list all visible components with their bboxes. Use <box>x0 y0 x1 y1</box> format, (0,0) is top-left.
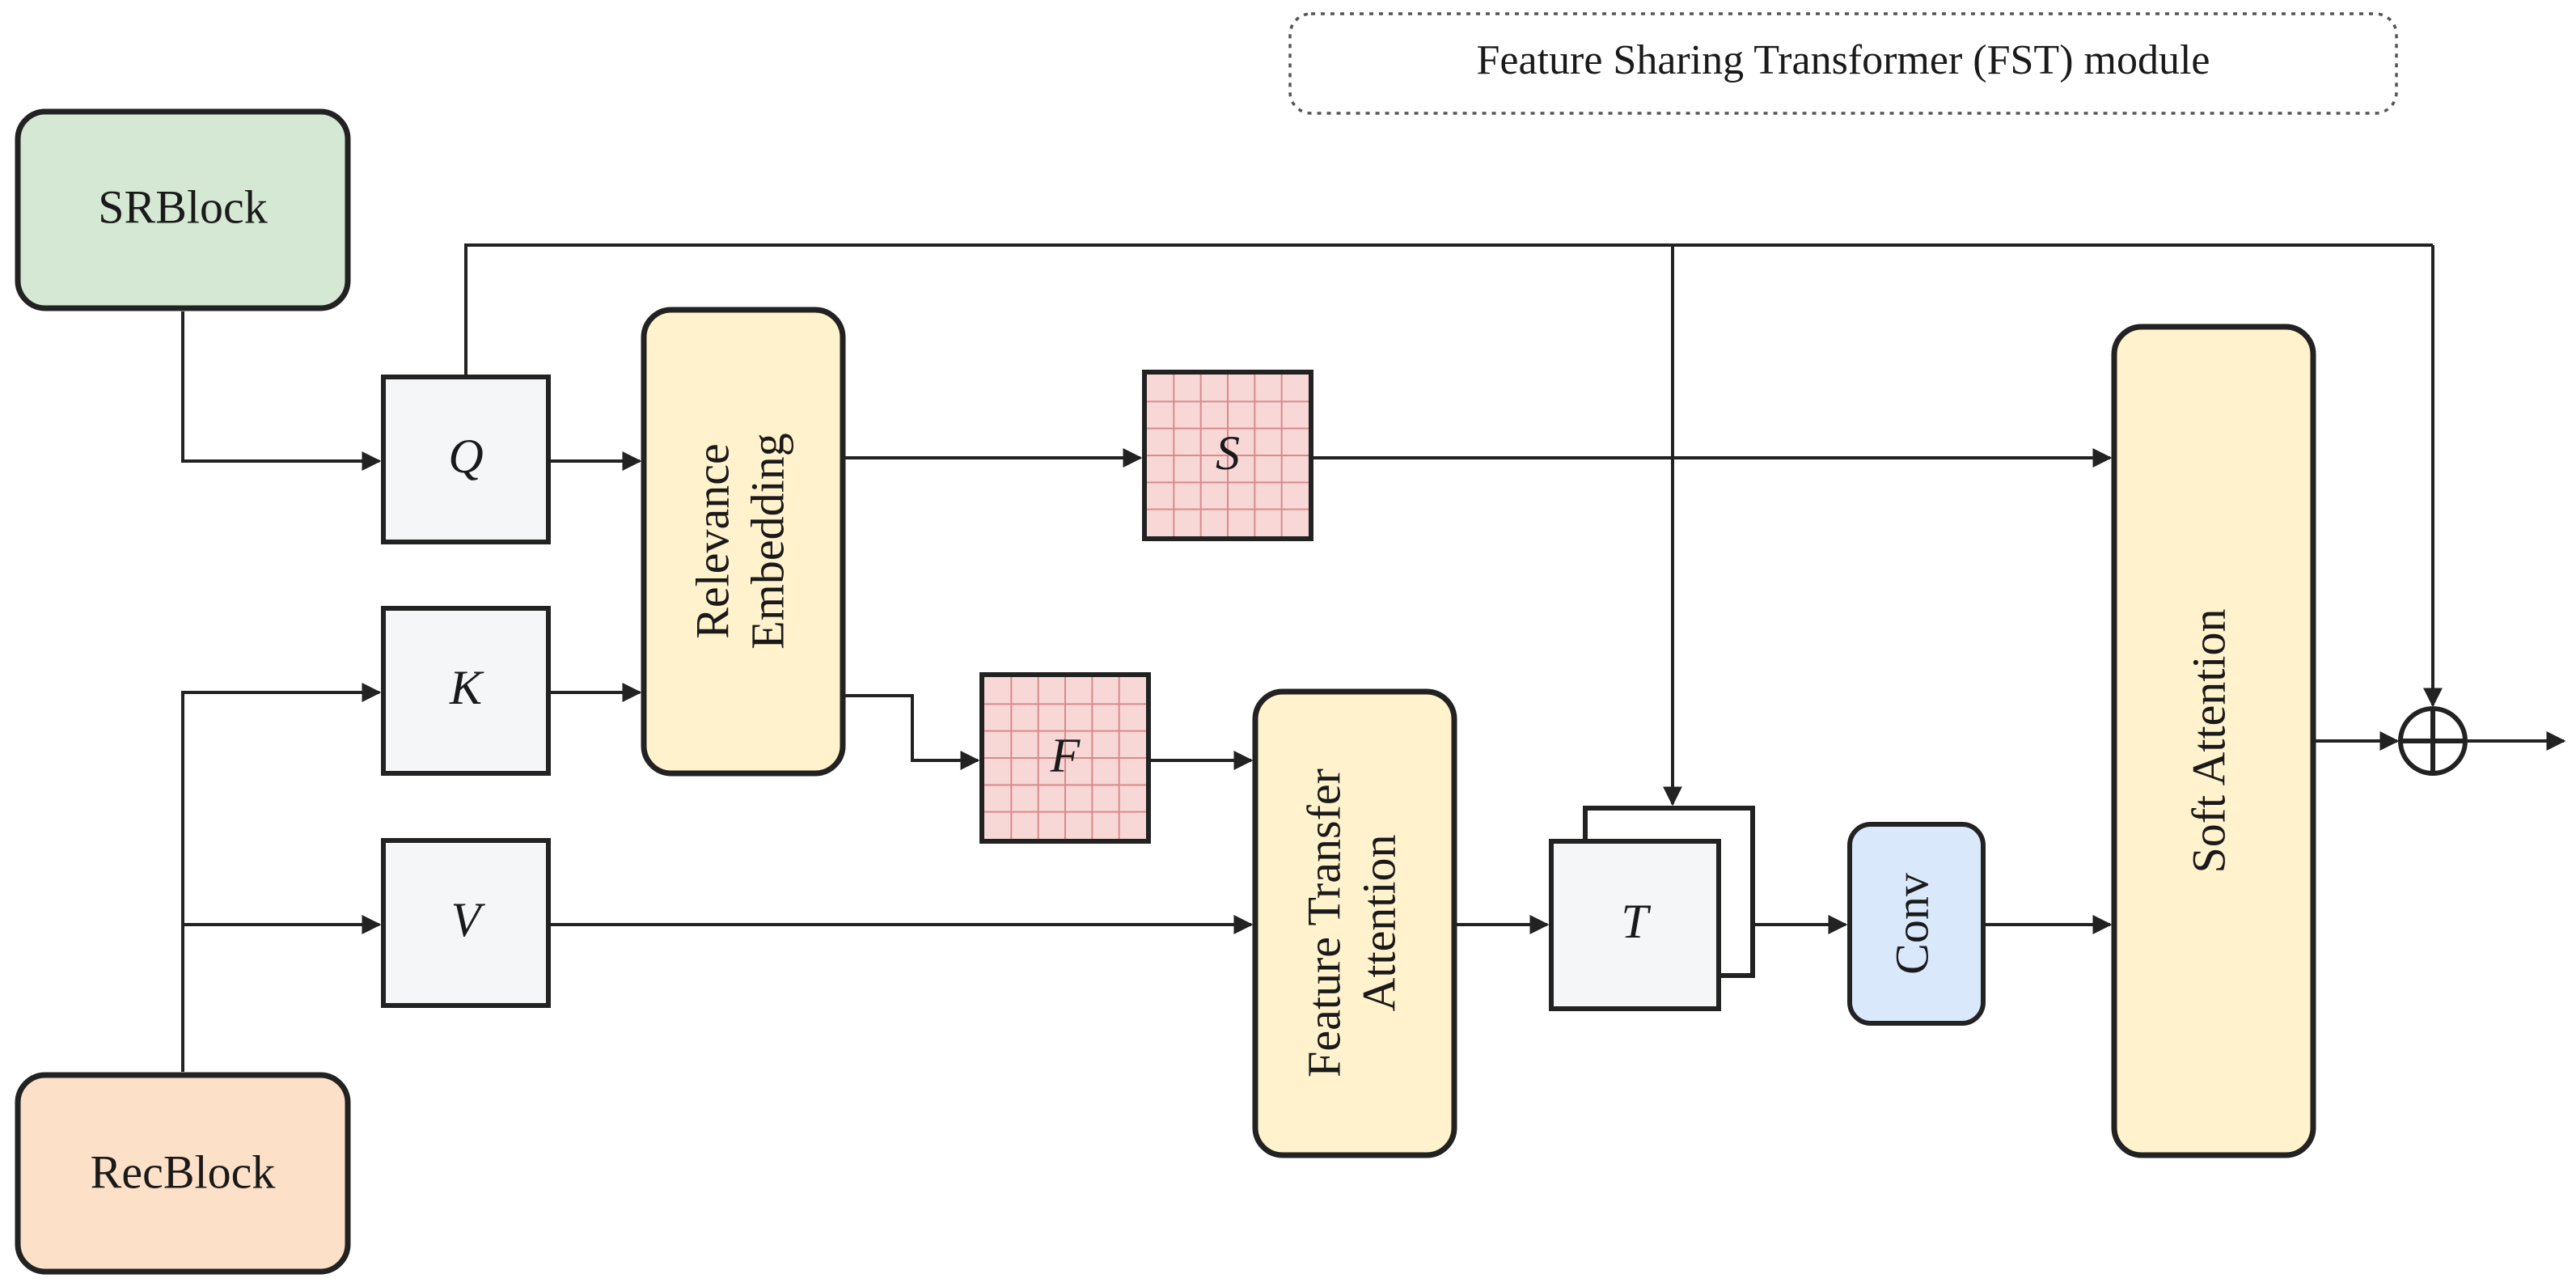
arrow-srblock-to-q <box>181 311 382 471</box>
q-box: Q <box>381 375 551 544</box>
soft-attention-block: Soft Attention <box>2111 324 2316 1158</box>
recblock-label: RecBlock <box>91 1145 276 1198</box>
conv-label: Conv <box>1885 873 1938 975</box>
soft-attention-label: Soft Attention <box>2182 608 2235 873</box>
srblock-label: SRBlock <box>98 180 268 233</box>
t-stack: T <box>1549 806 1755 1011</box>
arrow-recblock-to-k <box>181 683 382 1072</box>
s-label: S <box>1216 426 1240 480</box>
t-label: T <box>1621 895 1651 948</box>
circle-plus-icon <box>2398 706 2468 776</box>
feature-transfer-attention-line2: Attention <box>1352 834 1405 1011</box>
k-label: K <box>449 661 484 714</box>
k-box: K <box>381 606 551 776</box>
module-label-text: Feature Sharing Transformer (FST) module <box>1476 37 2210 83</box>
relevance-embedding-line1: Relevance <box>686 443 738 639</box>
v-label: V <box>451 893 486 946</box>
feature-transfer-attention-line1: Feature Transfer <box>1297 768 1350 1077</box>
feature-transfer-attention-block: Feature Transfer Attention <box>1252 688 1457 1158</box>
conv-block: Conv <box>1847 822 1986 1026</box>
skip-line-top <box>464 243 2433 375</box>
s-matrix: S <box>1142 370 1313 541</box>
relevance-embedding-block: Relevance Embedding <box>641 307 846 777</box>
v-box: V <box>381 838 551 1008</box>
arrow-relevance-to-f <box>845 694 980 770</box>
q-label: Q <box>448 430 483 483</box>
f-label: F <box>1050 729 1081 782</box>
module-label: Feature Sharing Transformer (FST) module <box>1288 12 2398 115</box>
recblock: RecBlock <box>15 1072 351 1275</box>
srblock: SRBlock <box>15 108 351 311</box>
f-matrix: F <box>979 672 1151 844</box>
connectors <box>181 243 2566 1072</box>
relevance-embedding-line2: Embedding <box>741 433 793 649</box>
